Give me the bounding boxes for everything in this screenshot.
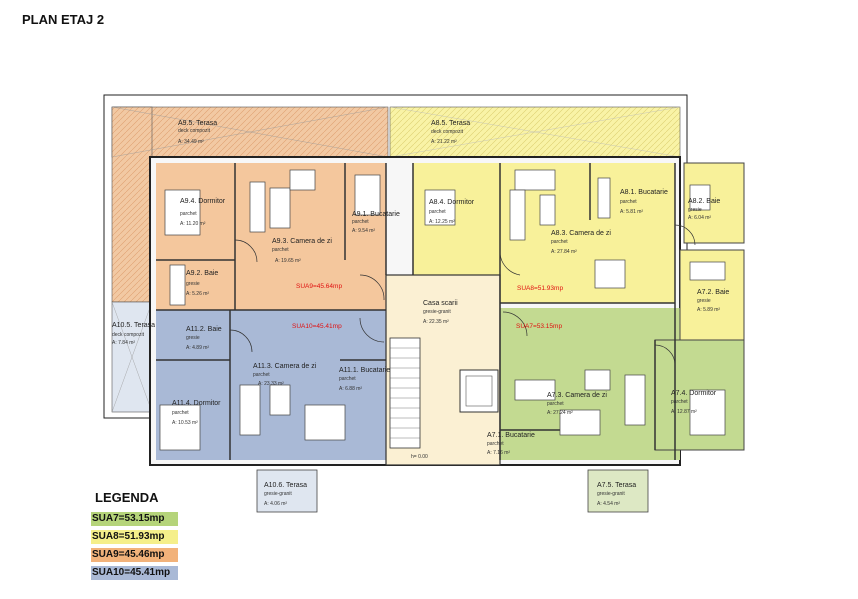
page-title: PLAN ETAJ 2 xyxy=(22,12,105,27)
room-a7-2-area: A: 5.89 m² xyxy=(697,307,720,313)
room-a7-3-area: A: 27.24 m² xyxy=(547,410,573,416)
room-a11-1-name: A11.1. Bucatarie xyxy=(339,367,390,374)
sua8-label: SUA8=51.93mp xyxy=(517,285,563,292)
room-a11-4-name: A11.4. Dormitor xyxy=(172,400,221,407)
room-a9-4-area: A: 11.20 m² xyxy=(180,221,206,227)
room-a9-1-name: A9.1. Bucatarie xyxy=(352,211,400,218)
room-a7-4-area: A: 12.87 m² xyxy=(671,409,697,415)
room-a11-2-area: A: 4.89 m² xyxy=(186,345,209,351)
sua10-label: SUA10=45.41mp xyxy=(292,323,342,330)
room-a7-2-finish: gresie xyxy=(697,298,711,304)
room-a11-3-area: A: 23.33 m² xyxy=(258,381,284,387)
room-a11-3-finish: parchet xyxy=(253,372,270,378)
room-a9-2-name: A9.2. Baie xyxy=(186,270,218,277)
room-a9-3-area: A: 19.65 m² xyxy=(275,258,301,264)
room-a8-2-name: A8.2. Baie xyxy=(688,198,720,205)
room-a10-6-area: A: 4.06 m² xyxy=(264,501,287,507)
room-a11-3-name: A11.3. Camera de zi xyxy=(253,363,317,370)
room-labels: A9.5. Terasa deck compozit A: 34.49 m² A… xyxy=(112,120,729,456)
room-a9-5-name: A9.5. Terasa xyxy=(178,120,217,127)
room-a9-5-finish: deck compozit xyxy=(178,128,211,134)
room-a10-6-name: A10.6. Terasa xyxy=(264,482,307,489)
room-a8-2-finish: gresie xyxy=(688,207,702,213)
room-a11-1-area: A: 6.88 m² xyxy=(339,386,362,392)
stair-flight xyxy=(389,337,421,449)
room-a10-5-finish: deck compozit xyxy=(112,332,145,338)
room-a8-2-area: A: 6.04 m² xyxy=(688,215,711,221)
room-a8-4-finish: parchet xyxy=(429,209,446,215)
sua7-label: SUA7=53.15mp xyxy=(516,323,562,330)
room-a11-2-finish: gresie xyxy=(186,335,200,341)
room-a8-1-finish: parchet xyxy=(620,199,637,205)
room-a7-2-name: A7.2. Baie xyxy=(697,289,729,296)
room-a11-2-name: A11.2. Baie xyxy=(186,326,222,333)
legend-item-sua7: SUA7=53.15mp xyxy=(91,512,178,526)
room-a9-4-finish: parchet xyxy=(180,211,197,217)
room-a10-5-name: A10.5. Terasa xyxy=(112,322,155,329)
room-a8-4-area: A: 12.25 m² xyxy=(429,219,455,225)
legend-item-sua9: SUA9=45.46mp xyxy=(91,548,178,562)
legend-title: LEGENDA xyxy=(95,490,159,505)
room-a9-3-name: A9.3. Camera de zi xyxy=(272,238,332,245)
room-a11-1-finish: parchet xyxy=(339,376,356,382)
room-casa-scarii-area: A: 22.35 m² xyxy=(423,319,449,325)
sua9-label: SUA9=45.64mp xyxy=(296,283,342,290)
room-a7-4-name: A7.4. Dormitor xyxy=(671,390,717,397)
room-a9-5-area: A: 34.49 m² xyxy=(178,139,204,145)
room-a7-1-area: A: 7.16 m² xyxy=(487,450,510,456)
apartment-sua9-zone xyxy=(156,163,386,310)
room-a7-1-finish: parchet xyxy=(487,441,504,447)
room-a7-5-name: A7.5. Terasa xyxy=(597,482,636,489)
elevator-shaft xyxy=(459,369,499,413)
room-a10-5-area: A: 7.84 m² xyxy=(112,340,135,346)
room-a9-1-finish: parchet xyxy=(352,219,369,225)
room-a8-5-name: A8.5. Terasa xyxy=(431,120,470,127)
terrace-a7-5-area xyxy=(587,469,649,513)
room-a7-3-name: A7.3. Camera de zi xyxy=(547,392,607,399)
room-a8-3-finish: parchet xyxy=(551,239,568,245)
room-casa-scarii-name: Casa scarii xyxy=(423,300,458,307)
room-a9-2-finish: gresie xyxy=(186,281,200,287)
room-a7-5-area: A: 4.54 m² xyxy=(597,501,620,507)
room-a8-4-name: A8.4. Dormitor xyxy=(429,199,475,206)
legend-item-sua8: SUA8=51.93mp xyxy=(91,530,178,544)
room-a7-1-name: A7.1. Bucatarie xyxy=(487,432,535,439)
room-a8-5-finish: deck compozit xyxy=(431,129,464,135)
room-a7-3-finish: parchet xyxy=(547,401,564,407)
level-mark: h= 0.00 xyxy=(411,454,428,460)
room-a7-5-finish: gresie-granit xyxy=(597,491,625,497)
room-casa-scarii-finish: gresie-granit xyxy=(423,309,451,315)
room-a8-1-name: A8.1. Bucatarie xyxy=(620,189,668,196)
room-a8-5-area: A: 21.22 m² xyxy=(431,139,457,145)
room-a9-1-area: A: 9.54 m² xyxy=(352,228,375,234)
room-a8-3-area: A: 27.84 m² xyxy=(551,249,577,255)
terrace-a10-6-area xyxy=(256,469,318,513)
room-a10-6-finish: gresie-granit xyxy=(264,491,292,497)
terrace-a9-5-side xyxy=(111,106,153,303)
room-a9-2-area: A: 5.26 m² xyxy=(186,291,209,297)
room-a9-3-finish: parchet xyxy=(272,247,289,253)
room-a8-3-name: A8.3. Camera de zi xyxy=(551,230,611,237)
room-a11-4-area: A: 10.53 m² xyxy=(172,420,198,426)
room-a9-4-name: A9.4. Dormitor xyxy=(180,198,226,205)
room-a7-4-finish: parchet xyxy=(671,399,688,405)
room-a8-1-area: A: 5.81 m² xyxy=(620,209,643,215)
legend-item-sua10: SUA10=45.41mp xyxy=(91,566,178,580)
room-a11-4-finish: parchet xyxy=(172,410,189,416)
